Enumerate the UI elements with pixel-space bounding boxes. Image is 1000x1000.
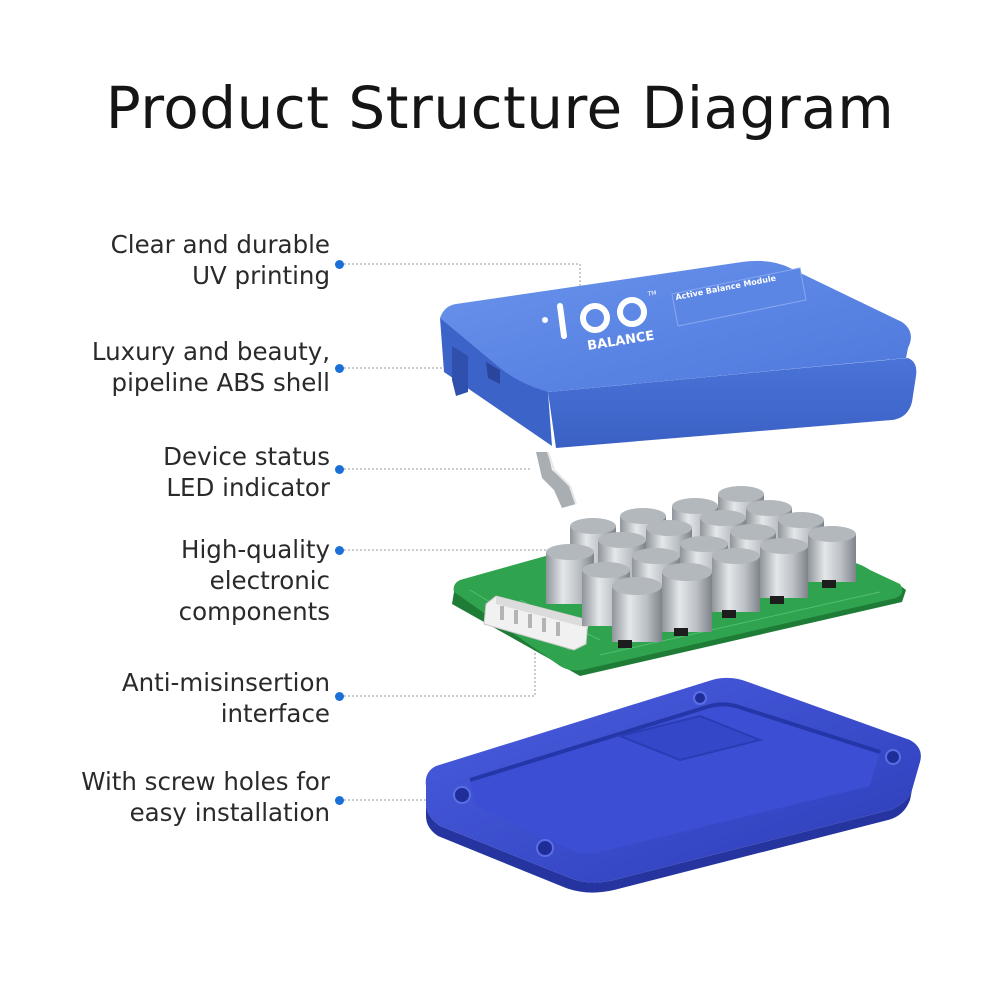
label-line: High-quality [181,535,330,564]
callout-dot [335,546,344,555]
base-front-edge [426,790,912,893]
bottom-base [425,677,921,893]
label-line: With screw holes for [81,767,330,796]
label-line: electronic [209,566,330,595]
label-line: components [178,597,330,626]
screw-hole-icons [453,691,901,857]
label-line: Device status [163,442,330,471]
label-interface: Anti-misinsertion interface [122,667,330,729]
label-led-indicator: Device status LED indicator [163,441,330,503]
callout-dot [335,692,344,701]
trademark-text: TM [646,290,657,298]
base-rib [616,714,764,762]
label-line: Clear and durable [110,230,330,259]
base-inner-floor [470,704,880,854]
page-title: Product Structure Diagram [105,74,895,142]
leader-interface [344,632,536,697]
lid-label-stripe [671,267,807,327]
lid-right-side [548,358,917,448]
label-line: Luxury and beauty, [91,337,330,366]
capacitor [760,538,808,598]
label-line: UV printing [192,261,330,290]
pcb-board [452,486,906,676]
led-light-pipe [536,451,577,508]
lid-clip [486,362,500,384]
lid-end-cutout [452,346,468,396]
capacitor [712,548,760,612]
callout-dot [335,465,344,474]
label-screw-holes: With screw holes for easy installation [81,766,330,828]
capacitors [546,486,856,648]
capacitor [662,563,712,632]
label-line: interface [220,699,330,728]
callout-dot [335,364,344,373]
label-abs-shell: Luxury and beauty, pipeline ABS shell [92,336,330,398]
label-line: Anti-misinsertion [121,668,330,697]
label-line: pipeline ABS shell [111,368,330,397]
callout-dot [335,796,344,805]
capacitor [808,526,856,582]
label-line: LED indicator [166,473,330,502]
brand-logo [542,297,647,339]
label-electronic-components: High-quality electronic components [179,534,330,627]
callout-dot [335,260,344,269]
label-line: easy installation [129,798,330,827]
label-uv-printing: Clear and durable UV printing [111,229,330,291]
base-inner-wall [469,702,881,782]
capacitor [612,577,662,642]
top-lid: BALANCE TM Active Balance Module [440,260,917,448]
anti-misinsertion-connector [483,595,589,651]
